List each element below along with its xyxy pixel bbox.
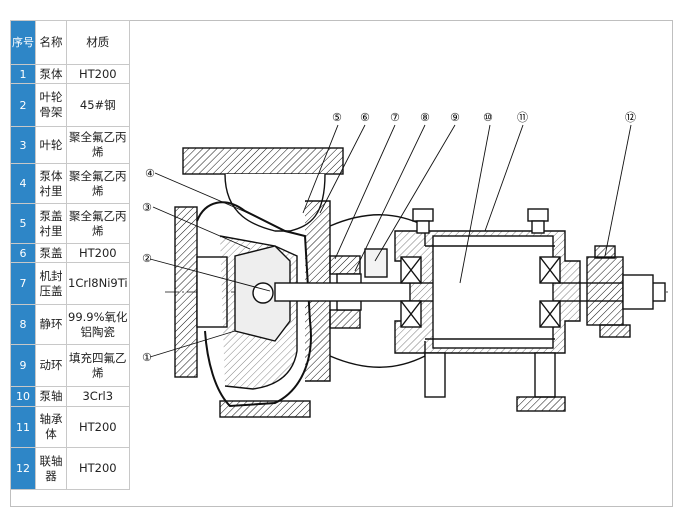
row-name: 泵体衬里 — [35, 163, 67, 204]
table-row: 3 叶轮 聚全氟乙丙烯 — [10, 126, 130, 164]
table-row: 9 动环 填充四氟乙烯 — [10, 344, 130, 387]
pump-section-drawing: ① ② ③ ④ ⑤ ⑥ ⑦ ⑧ ⑨ ⑩ ⑪ ⑫ — [142, 111, 670, 418]
parts-table: 序号 名称 材质 1 泵体 HT200 2 叶轮骨架 45#钢 3 叶轮 聚全氟… — [10, 20, 130, 490]
row-material: 45#钢 — [66, 83, 130, 127]
row-name: 叶轮 — [35, 126, 67, 164]
row-no: 8 — [10, 304, 36, 345]
row-material: 99.9%氧化铝陶瓷 — [66, 304, 130, 345]
table-row: 7 机封压盖 1Crl8Ni9Ti — [10, 262, 130, 305]
callout-2: ② — [142, 252, 152, 265]
row-name: 泵盖衬里 — [35, 203, 67, 244]
table-row: 12 联轴器 HT200 — [10, 447, 130, 490]
row-material: HT200 — [66, 243, 130, 263]
row-no: 1 — [10, 64, 36, 84]
row-name: 机封压盖 — [35, 262, 67, 305]
header-name: 名称 — [35, 20, 67, 65]
row-name: 静环 — [35, 304, 67, 345]
callout-11: ⑪ — [517, 111, 528, 124]
callout-12: ⑫ — [625, 111, 636, 124]
row-material: HT200 — [66, 447, 130, 490]
row-no: 2 — [10, 83, 36, 127]
row-material: 聚全氟乙丙烯 — [66, 126, 130, 164]
row-material: 1Crl8Ni9Ti — [66, 262, 130, 305]
callout-8: ⑧ — [420, 111, 430, 124]
header-material: 材质 — [66, 20, 130, 65]
row-no: 7 — [10, 262, 36, 305]
callout-10: ⑩ — [483, 111, 493, 124]
table-row: 10 泵轴 3Crl3 — [10, 386, 130, 407]
row-no: 10 — [10, 386, 36, 407]
row-material: 填充四氟乙烯 — [66, 344, 130, 387]
row-material: HT200 — [66, 406, 130, 448]
row-no: 6 — [10, 243, 36, 263]
row-no: 11 — [10, 406, 36, 448]
bearing-left — [400, 256, 422, 328]
table-row: 11 轴承体 HT200 — [10, 406, 130, 448]
callout-9: ⑨ — [450, 111, 460, 124]
leader-lines — [149, 124, 632, 358]
row-name: 动环 — [35, 344, 67, 387]
table-header-row: 序号 名称 材质 — [10, 20, 130, 65]
callout-6: ⑥ — [360, 111, 370, 124]
row-name: 泵轴 — [35, 386, 67, 407]
row-no: 4 — [10, 163, 36, 204]
row-material: 聚全氟乙丙烯 — [66, 203, 130, 244]
table-row: 4 泵体衬里 聚全氟乙丙烯 — [10, 163, 130, 204]
row-name: 轴承体 — [35, 406, 67, 448]
callout-1: ① — [142, 351, 152, 364]
table-row: 2 叶轮骨架 45#钢 — [10, 83, 130, 127]
callout-3: ③ — [142, 201, 152, 214]
row-no: 9 — [10, 344, 36, 387]
callout-7: ⑦ — [390, 111, 400, 124]
row-no: 12 — [10, 447, 36, 490]
row-name: 联轴器 — [35, 447, 67, 490]
row-material: 3Crl3 — [66, 386, 130, 407]
row-no: 3 — [10, 126, 36, 164]
table-row: 5 泵盖衬里 聚全氟乙丙烯 — [10, 203, 130, 244]
header-no: 序号 — [10, 20, 36, 65]
callout-5: ⑤ — [332, 111, 342, 124]
table-row: 1 泵体 HT200 — [10, 64, 130, 84]
row-name: 叶轮骨架 — [35, 83, 67, 127]
row-name: 泵盖 — [35, 243, 67, 263]
row-name: 泵体 — [35, 64, 67, 84]
row-material: HT200 — [66, 64, 130, 84]
table-row: 6 泵盖 HT200 — [10, 243, 130, 263]
callout-4: ④ — [145, 167, 155, 180]
row-no: 5 — [10, 203, 36, 244]
table-row: 8 静环 99.9%氧化铝陶瓷 — [10, 304, 130, 345]
row-material: 聚全氟乙丙烯 — [66, 163, 130, 204]
callout-numbers: ① ② ③ ④ ⑤ ⑥ ⑦ ⑧ ⑨ ⑩ ⑪ ⑫ — [142, 111, 636, 364]
bearing-right — [539, 256, 561, 328]
